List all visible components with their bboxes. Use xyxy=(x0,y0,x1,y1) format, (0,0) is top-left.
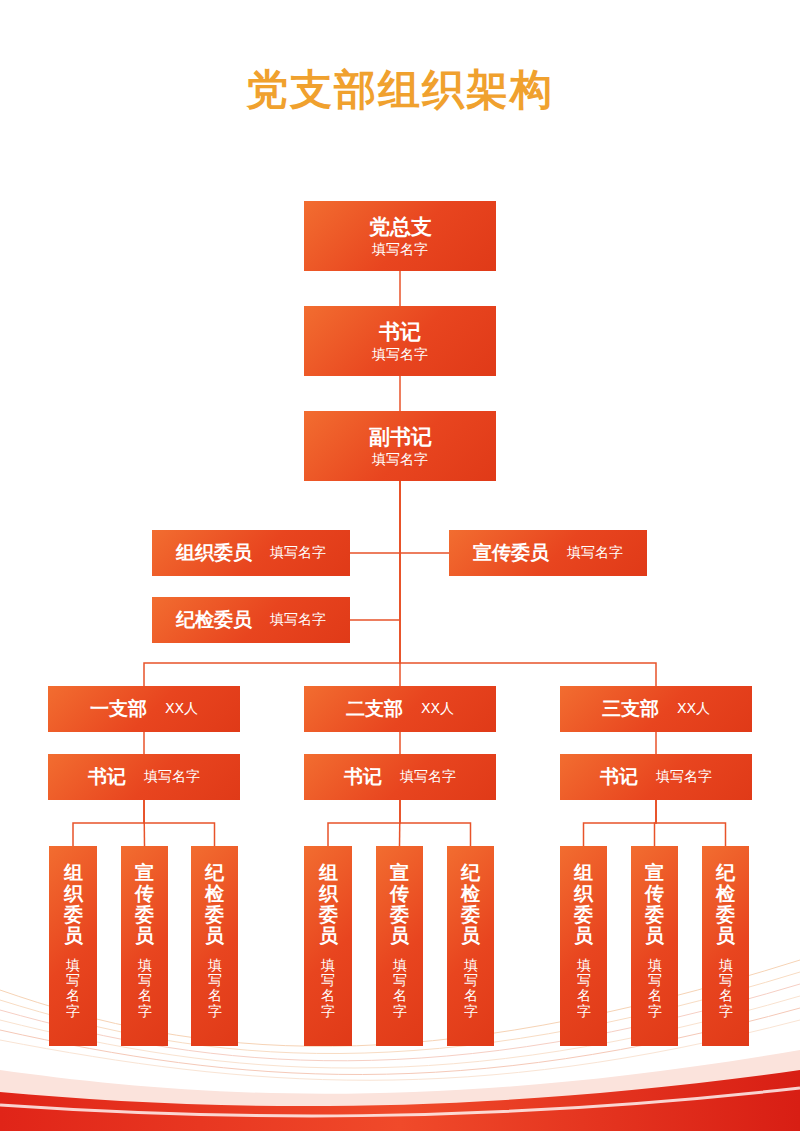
name-label: 填写名字 xyxy=(567,544,623,562)
name-label: 填写名字 xyxy=(400,768,456,786)
name-label: 填写名字 xyxy=(464,958,478,1020)
connector-line xyxy=(656,800,726,846)
leader-box: 副书记填写名字 xyxy=(304,411,496,481)
name-label: 填写名字 xyxy=(270,544,326,562)
role-label: 纪检委员 xyxy=(205,862,224,946)
name-label: 填写名字 xyxy=(66,958,80,1020)
name-label: 填写名字 xyxy=(648,958,662,1020)
committee-column: 纪检委员填写名字 xyxy=(447,846,494,1046)
connector-line xyxy=(144,800,215,846)
committee-column: 宣传委员填写名字 xyxy=(376,846,423,1046)
member-box: 三支部 XX人 xyxy=(560,686,752,732)
connector-line xyxy=(399,376,401,411)
connector-line xyxy=(400,481,449,553)
role-label: 书记 xyxy=(344,764,382,790)
connector-line xyxy=(584,800,657,846)
committee-column: 纪检委员填写名字 xyxy=(702,846,749,1046)
role-label: 组织委员 xyxy=(176,540,252,566)
member-box: 宣传委员填写名字 xyxy=(449,530,647,576)
leader-box: 党总支填写名字 xyxy=(304,201,496,271)
role-label: 二支部 xyxy=(346,696,403,722)
wave-band xyxy=(0,1070,800,1131)
committee-column: 纪检委员填写名字 xyxy=(191,846,238,1046)
connector-line xyxy=(399,271,401,306)
name-label: 填写名字 xyxy=(372,450,428,468)
connector-line xyxy=(400,481,656,686)
connector-line xyxy=(350,481,400,553)
role-label: 党总支 xyxy=(369,214,432,240)
name-label: 填写名字 xyxy=(372,240,428,258)
name-label: 填写名字 xyxy=(208,958,222,1020)
role-label: 组织委员 xyxy=(64,862,83,946)
name-label: 填写名字 xyxy=(393,958,407,1020)
role-label: 副书记 xyxy=(369,424,432,450)
member-box: 二支部 XX人 xyxy=(304,686,496,732)
committee-column: 宣传委员填写名字 xyxy=(121,846,168,1046)
connector-line xyxy=(350,481,400,620)
role-label: 组织委员 xyxy=(319,862,338,946)
committee-column: 宣传委员填写名字 xyxy=(631,846,678,1046)
role-label: 宣传委员 xyxy=(473,540,549,566)
member-box: 组织委员填写名字 xyxy=(152,530,350,576)
role-label: 书记 xyxy=(379,319,421,345)
name-label: 填写名字 xyxy=(656,768,712,786)
connector-line xyxy=(73,800,144,846)
role-label: 一支部 xyxy=(90,696,147,722)
committee-column: 组织委员填写名字 xyxy=(560,846,607,1046)
member-box: 一支部 XX人 xyxy=(48,686,240,732)
wave-highlight xyxy=(0,1088,800,1116)
connector-line xyxy=(400,800,471,846)
leader-box: 书记填写名字 xyxy=(304,306,496,376)
member-box: 纪检委员填写名字 xyxy=(152,597,350,643)
name-label: 填写名字 xyxy=(577,958,591,1020)
role-label: 宣传委员 xyxy=(135,862,154,946)
role-label: 纪检委员 xyxy=(176,607,252,633)
name-label: XX人 xyxy=(165,700,198,718)
role-label: 三支部 xyxy=(602,696,659,722)
role-label: 宣传委员 xyxy=(390,862,409,946)
connector-line xyxy=(144,481,400,686)
connector-line xyxy=(328,800,400,846)
role-label: 宣传委员 xyxy=(645,862,664,946)
name-label: 填写名字 xyxy=(270,611,326,629)
role-label: 书记 xyxy=(88,764,126,790)
committee-column: 组织委员填写名字 xyxy=(49,846,97,1046)
connector-line xyxy=(143,732,145,754)
connector-line xyxy=(655,732,657,754)
name-label: XX人 xyxy=(677,700,710,718)
name-label: 填写名字 xyxy=(372,345,428,363)
role-label: 纪检委员 xyxy=(461,862,480,946)
committee-column: 组织委员填写名字 xyxy=(304,846,352,1046)
member-box: 书记填写名字 xyxy=(304,754,496,800)
role-label: 纪检委员 xyxy=(716,862,735,946)
name-label: 填写名字 xyxy=(321,958,335,1020)
role-label: 组织委员 xyxy=(574,862,593,946)
name-label: XX人 xyxy=(421,700,454,718)
member-box: 书记填写名字 xyxy=(48,754,240,800)
name-label: 填写名字 xyxy=(144,768,200,786)
role-label: 书记 xyxy=(600,764,638,790)
member-box: 书记填写名字 xyxy=(560,754,752,800)
name-label: 填写名字 xyxy=(719,958,733,1020)
connector-line xyxy=(399,732,401,754)
wave-light xyxy=(0,1050,800,1131)
name-label: 填写名字 xyxy=(138,958,152,1020)
chart-title: 党支部组织架构 xyxy=(0,62,800,118)
